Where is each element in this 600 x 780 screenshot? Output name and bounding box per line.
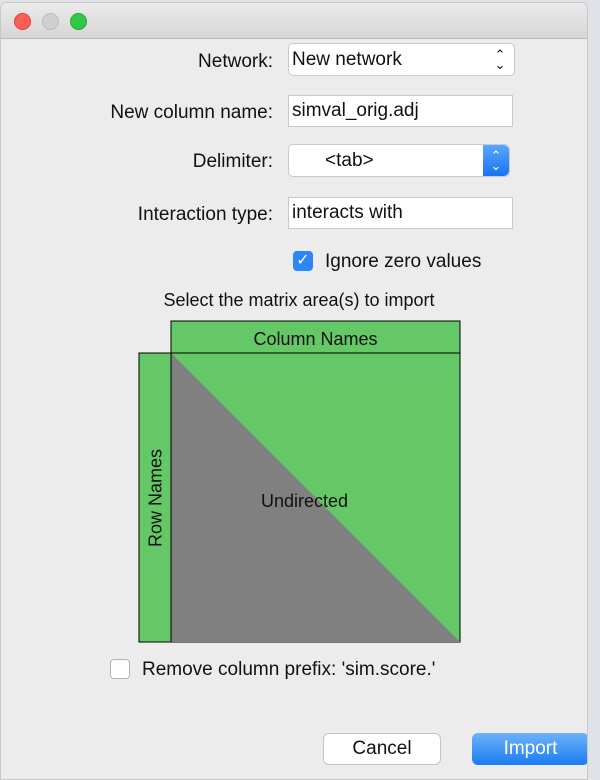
delimiter-label: Delimiter:	[192, 151, 273, 172]
cancel-button[interactable]: Cancel	[323, 733, 441, 765]
column-name-label: New column name:	[110, 102, 273, 123]
updown-chevron-icon: ⌃⌄	[494, 46, 506, 72]
network-label: Network:	[198, 51, 273, 72]
import-dialog: Network: New network ⌃⌄ New column name:…	[0, 2, 588, 780]
column-names-area[interactable]	[170, 320, 461, 354]
lower-triangle-area[interactable]	[171, 353, 460, 642]
delimiter-value: <tab>	[325, 150, 374, 171]
network-select[interactable]: New network ⌃⌄	[288, 43, 515, 76]
matrix-title: Select the matrix area(s) to import	[163, 290, 435, 310]
row-names-label: Row Names	[145, 448, 166, 548]
updown-chevron-icon: ⌃⌄	[483, 145, 509, 176]
delimiter-select[interactable]: <tab> ⌃⌄	[288, 144, 510, 177]
column-name-input[interactable]: simval_orig.adj	[288, 95, 513, 127]
undirected-label: Undirected	[261, 491, 349, 511]
column-names-label: Column Names	[253, 329, 378, 349]
checkmark-icon: ✓	[296, 252, 310, 269]
remove-prefix-label: Remove column prefix: 'sim.score.'	[142, 659, 436, 680]
zoom-window-button[interactable]	[70, 13, 87, 30]
network-value: New network	[292, 49, 402, 70]
remove-prefix-checkbox[interactable]	[110, 659, 130, 679]
ignore-zero-label: Ignore zero values	[325, 251, 482, 272]
import-button[interactable]: Import	[472, 733, 587, 765]
matrix-selector	[138, 320, 461, 643]
ignore-zero-checkbox[interactable]: ✓	[293, 251, 313, 271]
interaction-type-label: Interaction type:	[137, 204, 273, 225]
row-names-area[interactable]	[138, 352, 172, 643]
interaction-type-input[interactable]: interacts with	[288, 197, 513, 229]
title-bar	[1, 3, 587, 39]
minimize-window-button[interactable]	[42, 13, 59, 30]
close-window-button[interactable]	[14, 13, 31, 30]
